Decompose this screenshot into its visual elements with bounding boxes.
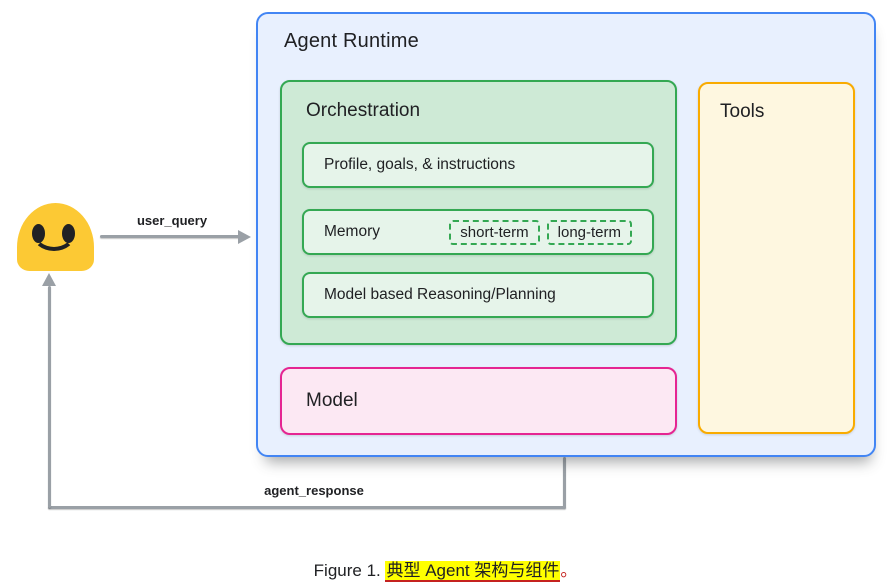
memory-label: Memory xyxy=(324,223,380,240)
user-query-arrow-line xyxy=(100,235,240,238)
memory-box: Memory short-term long-term xyxy=(302,209,654,255)
caption-highlighted-text: 典型 Agent 架构与组件 xyxy=(385,561,561,582)
caption-prefix: Figure 1. xyxy=(313,561,386,580)
emoji-smile-icon xyxy=(32,215,76,251)
caption-period: 。 xyxy=(560,561,578,580)
tools-title: Tools xyxy=(720,101,765,122)
orchestration-title: Orchestration xyxy=(306,100,421,121)
reasoning-planning-box: Model based Reasoning/Planning xyxy=(302,272,654,318)
agent-response-line-down xyxy=(563,457,566,508)
user-emoji-icon xyxy=(17,203,94,271)
model-box xyxy=(280,367,677,435)
profile-goals-instructions-box: Profile, goals, & instructions xyxy=(302,142,654,188)
agent-response-line-up xyxy=(48,286,51,508)
memory-chips: short-term long-term xyxy=(449,219,632,245)
long-term-chip: long-term xyxy=(546,219,632,245)
figure-caption: Figure 1. 典型 Agent 架构与组件。 xyxy=(0,556,891,582)
reasoning-planning-label: Model based Reasoning/Planning xyxy=(324,286,556,303)
user-query-label: user_query xyxy=(136,213,208,228)
agent-response-label: agent_response xyxy=(264,483,364,498)
agent-response-arrowhead-icon xyxy=(42,273,56,286)
model-title: Model xyxy=(306,390,358,411)
profile-goals-instructions-label: Profile, goals, & instructions xyxy=(324,156,516,173)
agent-runtime-title: Agent Runtime xyxy=(284,30,419,52)
short-term-chip: short-term xyxy=(449,219,540,245)
tools-box xyxy=(698,82,855,434)
user-query-arrowhead-icon xyxy=(238,230,251,244)
agent-response-line-horizontal xyxy=(48,506,566,509)
